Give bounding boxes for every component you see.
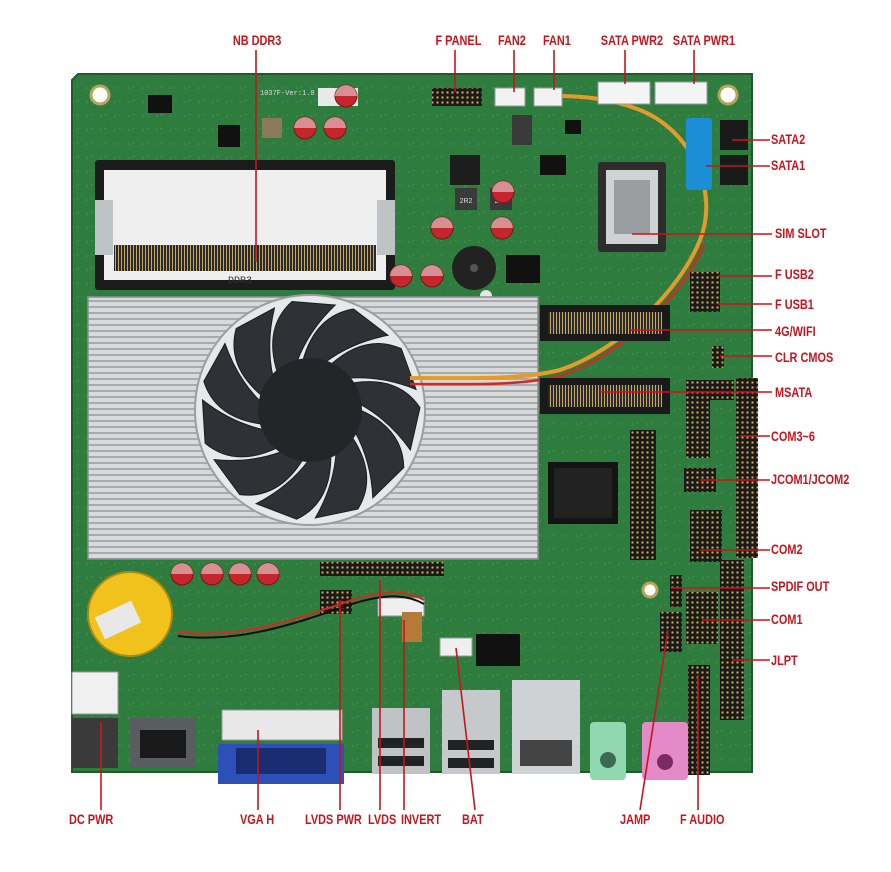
sim-slot bbox=[598, 162, 666, 252]
inductor-marking: 2R2 bbox=[460, 198, 473, 205]
fan-blade bbox=[314, 436, 368, 519]
pin-header bbox=[686, 380, 734, 400]
label-invert: INVERT bbox=[401, 811, 442, 827]
capacitors bbox=[170, 84, 515, 586]
label-sata-pwr1: SATA PWR1 bbox=[672, 32, 736, 48]
capacitor bbox=[323, 116, 347, 140]
lvds-area bbox=[177, 562, 520, 666]
ddr3-dimm-slot: DDR3 bbox=[95, 160, 395, 290]
cpu-fan bbox=[194, 294, 426, 526]
pin-header bbox=[688, 665, 710, 775]
fan-blade bbox=[201, 398, 279, 458]
fan-blade bbox=[302, 308, 390, 363]
label-sim-slot: SIM SLOT bbox=[775, 225, 827, 241]
capacitor bbox=[491, 180, 515, 204]
fan-blade bbox=[272, 300, 337, 373]
msata-slot bbox=[540, 378, 670, 414]
rear-io bbox=[71, 671, 688, 784]
label-com3-6: COM3~6 bbox=[771, 428, 816, 444]
fan-hub bbox=[258, 358, 362, 462]
fan-blade bbox=[213, 450, 304, 496]
fan-blade bbox=[354, 409, 405, 499]
pin-header bbox=[690, 290, 720, 312]
top-connectors bbox=[432, 81, 708, 107]
capacitor bbox=[490, 216, 514, 240]
label-f-audio: F AUDIO bbox=[680, 811, 725, 827]
label-f-usb1: F USB1 bbox=[775, 296, 814, 312]
label-msata: MSATA bbox=[775, 384, 813, 400]
label-bat: BAT bbox=[462, 811, 484, 827]
capacitor bbox=[389, 264, 413, 288]
fan-blade bbox=[351, 381, 421, 452]
fan-blade bbox=[203, 342, 263, 425]
pin-header bbox=[736, 378, 758, 558]
label-fan2: FAN2 bbox=[497, 32, 526, 48]
fan-blade bbox=[233, 307, 276, 397]
capacitor bbox=[334, 84, 358, 108]
leader-line bbox=[639, 629, 669, 811]
label-jamp: JAMP bbox=[620, 811, 651, 827]
pin-header bbox=[630, 430, 656, 560]
capacitor bbox=[420, 264, 444, 288]
pin-header bbox=[660, 612, 682, 652]
leader-line bbox=[455, 647, 476, 811]
label-sata-pwr2: SATA PWR2 bbox=[600, 32, 664, 48]
label-fan1: FAN1 bbox=[542, 32, 571, 48]
capacitor bbox=[170, 562, 194, 586]
cmos-battery bbox=[87, 571, 173, 657]
mini-pcie-4g-wifi-slot bbox=[540, 305, 670, 341]
capacitor bbox=[228, 562, 252, 586]
sata-connectors bbox=[686, 118, 748, 190]
label-clr-cmos: CLR CMOS bbox=[775, 349, 834, 365]
label-lvds-pwr: LVDS PWR bbox=[305, 811, 362, 827]
capacitor bbox=[256, 562, 280, 586]
pin-header bbox=[720, 560, 744, 720]
label-jcom: JCOM1/JCOM2 bbox=[771, 471, 850, 487]
version-silkscreen: 1037F-Ver:1.0 bbox=[260, 90, 315, 98]
label-jlpt: JLPT bbox=[771, 652, 798, 668]
pin-header bbox=[690, 510, 722, 562]
label-vga-h: VGA H bbox=[240, 811, 275, 827]
pin-header bbox=[670, 575, 682, 607]
pin-header bbox=[686, 398, 710, 458]
chipset bbox=[548, 462, 618, 524]
label-sata2: SATA2 bbox=[771, 131, 806, 147]
pin-header bbox=[686, 592, 718, 644]
pin-header bbox=[712, 346, 724, 368]
label-spdif-out: SPDIF OUT bbox=[771, 578, 830, 594]
label-com1: COM1 bbox=[771, 611, 803, 627]
leader-lines bbox=[100, 50, 772, 811]
label-f-usb2: F USB2 bbox=[775, 266, 814, 282]
fan-blade bbox=[329, 343, 417, 391]
capacitor bbox=[430, 216, 454, 240]
label-com2: COM2 bbox=[771, 541, 803, 557]
label-4g-wifi: 4G/WIFI bbox=[775, 323, 816, 339]
label-nb-ddr3: NB DDR3 bbox=[232, 32, 282, 48]
fan-cable bbox=[409, 94, 709, 381]
capacitor bbox=[200, 562, 224, 586]
label-lvds: LVDS bbox=[368, 811, 397, 827]
pin-header bbox=[690, 272, 720, 294]
label-dc-pwr: DC PWR bbox=[69, 811, 114, 827]
pin-headers bbox=[630, 272, 758, 775]
capacitor bbox=[293, 116, 317, 140]
fan-cable-red bbox=[409, 243, 706, 386]
label-f-panel: F PANEL bbox=[435, 32, 482, 48]
label-sata1: SATA1 bbox=[771, 157, 806, 173]
dimm-silkscreen-text: DDR3 bbox=[228, 276, 252, 287]
fan-blade bbox=[254, 454, 332, 520]
